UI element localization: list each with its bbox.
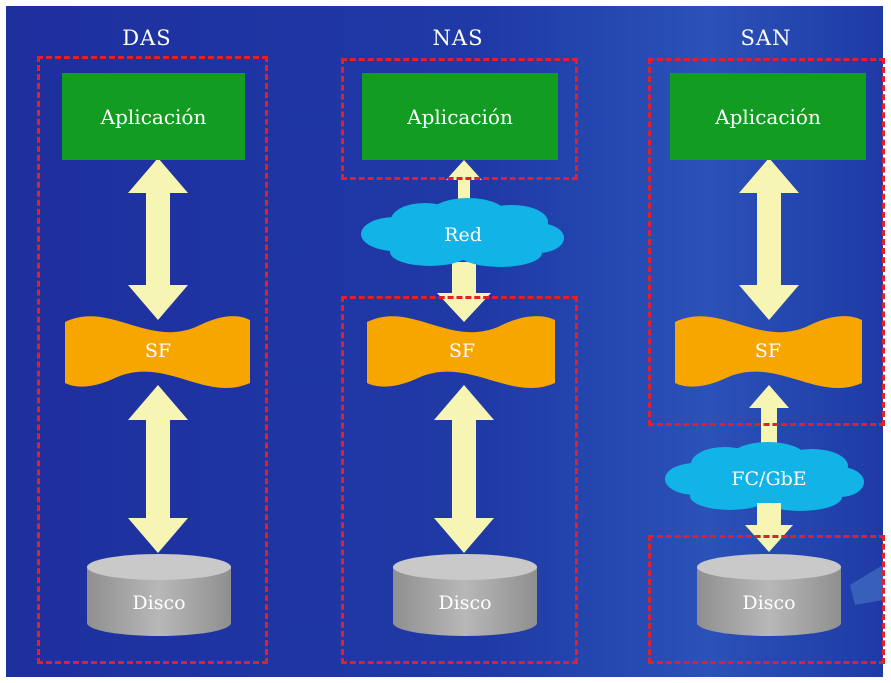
nas-arrow-app-cloud bbox=[446, 160, 482, 210]
san-arrow-cloud-disk bbox=[745, 503, 793, 552]
nas-application-box: Aplicación bbox=[362, 73, 558, 160]
das-arrow-app-fs bbox=[128, 158, 188, 320]
das-disk-cylinder bbox=[87, 554, 231, 636]
san-disk-label: Disco bbox=[742, 592, 796, 614]
nas-arrow-fs-disk bbox=[434, 385, 494, 553]
das-filesystem-label: SF bbox=[144, 340, 172, 362]
san-title: SAN bbox=[740, 26, 792, 50]
das-application-box: Aplicación bbox=[62, 73, 245, 160]
san-filesystem-shape bbox=[675, 316, 862, 389]
das-disk-label: Disco bbox=[132, 592, 186, 614]
das-arrow-fs-disk bbox=[128, 385, 188, 553]
san-server-group-border bbox=[648, 58, 885, 426]
san-disk-cylinder bbox=[697, 554, 841, 636]
san-network-cloud bbox=[665, 442, 864, 511]
nas-network-cloud bbox=[361, 198, 564, 267]
das-title: DAS bbox=[122, 26, 172, 50]
nas-filesystem-shape bbox=[367, 316, 555, 389]
nas-app-group-border bbox=[341, 58, 578, 180]
san-application-box: Aplicación bbox=[670, 73, 866, 160]
nas-disk-cylinder bbox=[393, 554, 537, 636]
nas-filesystem-label: SF bbox=[448, 340, 476, 362]
nas-title: NAS bbox=[432, 26, 484, 50]
nas-storage-group-border bbox=[341, 296, 578, 664]
nas-network-label: Red bbox=[444, 224, 482, 246]
san-arrow-fs-cloud bbox=[749, 385, 789, 458]
nas-disk-label: Disco bbox=[438, 592, 492, 614]
san-storage-group-border bbox=[648, 535, 885, 664]
san-network-label: FC/GbE bbox=[731, 468, 807, 490]
decorative-streak bbox=[850, 565, 883, 605]
san-filesystem-label: SF bbox=[754, 340, 782, 362]
nas-arrow-cloud-fs bbox=[437, 262, 491, 322]
das-filesystem-shape bbox=[65, 316, 250, 389]
san-arrow-app-fs bbox=[739, 158, 799, 320]
das-group-border bbox=[37, 56, 268, 664]
